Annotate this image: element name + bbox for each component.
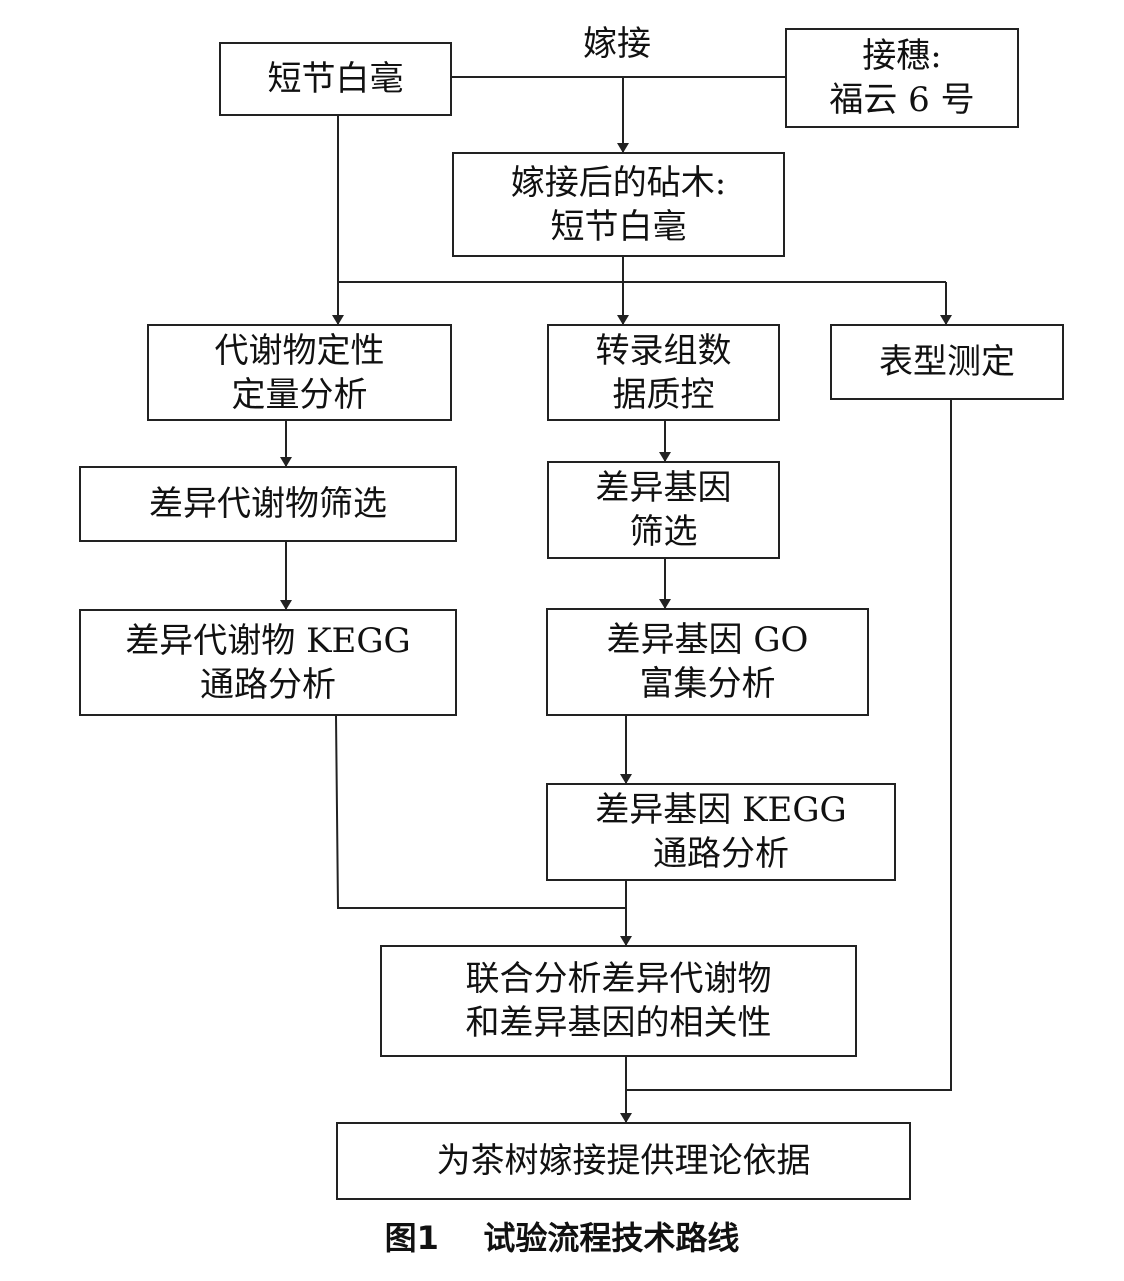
diff-metabolite-screen-box: 差异代谢物筛选: [79, 466, 457, 542]
diff-gene-screen-line2: 筛选: [629, 512, 698, 552]
diff-gene-kegg-line2: 通路分析: [653, 834, 789, 874]
phenotype-box: 表型测定: [830, 324, 1064, 400]
diff-gene-go-box: 差异基因 GO 富集分析: [546, 608, 869, 716]
joint-analysis-line1: 联合分析差异代谢物: [465, 959, 772, 999]
conclusion-label: 为茶树嫁接提供理论依据: [436, 1141, 811, 1181]
diff-gene-kegg-box: 差异基因 KEGG 通路分析: [546, 783, 896, 881]
metabolite-analysis-line1: 代谢物定性: [214, 330, 385, 371]
diff-gene-go-line2: 富集分析: [639, 664, 776, 704]
diff-gene-screen-box: 差异基因 筛选: [547, 461, 780, 559]
scion-box: 接穗: 福云 6 号: [785, 28, 1019, 128]
grafted-rootstock-line2: 短节白毫: [550, 206, 687, 247]
diff-metabolite-screen-label: 差异代谢物筛选: [149, 484, 387, 524]
diff-gene-screen-line1: 差异基因: [595, 468, 732, 508]
scion-label-line1: 接穗:: [862, 36, 942, 76]
joint-analysis-line2: 和差异基因的相关性: [465, 1003, 772, 1043]
graft-label: 嫁接: [583, 24, 651, 64]
diff-gene-go-line1: 差异基因 GO: [606, 620, 809, 660]
phenotype-to-merge: [626, 400, 952, 1091]
conclusion-box: 为茶树嫁接提供理论依据: [336, 1122, 911, 1200]
phenotype-label: 表型测定: [879, 342, 1015, 382]
grafted-rootstock-line1: 嫁接后的砧木:: [510, 162, 727, 203]
metabolite-analysis-box: 代谢物定性 定量分析: [147, 324, 452, 421]
rootstock-box: 短节白毫: [219, 42, 452, 116]
rootstock-label: 短节白毫: [267, 59, 404, 99]
diff-gene-kegg-line1: 差异基因 KEGG: [595, 790, 847, 830]
figure-caption: 图1 试验流程技术路线: [384, 1219, 740, 1257]
transcriptome-qc-line2: 据质控: [612, 374, 715, 415]
diff-metabolite-kegg-line2: 通路分析: [200, 664, 336, 705]
transcriptome-qc-box: 转录组数 据质控: [547, 324, 780, 421]
metabolite-kegg-to-merge: [335, 715, 626, 909]
grafted-rootstock-box: 嫁接后的砧木: 短节白毫: [452, 152, 785, 257]
diff-metabolite-kegg-box: 差异代谢物 KEGG 通路分析: [79, 609, 457, 716]
diff-metabolite-kegg-line1: 差异代谢物 KEGG: [125, 620, 411, 661]
transcriptome-qc-line1: 转录组数: [595, 330, 732, 371]
joint-analysis-box: 联合分析差异代谢物 和差异基因的相关性: [380, 945, 857, 1057]
scion-label-line2: 福云 6 号: [829, 80, 975, 120]
metabolite-analysis-line2: 定量分析: [231, 374, 368, 415]
